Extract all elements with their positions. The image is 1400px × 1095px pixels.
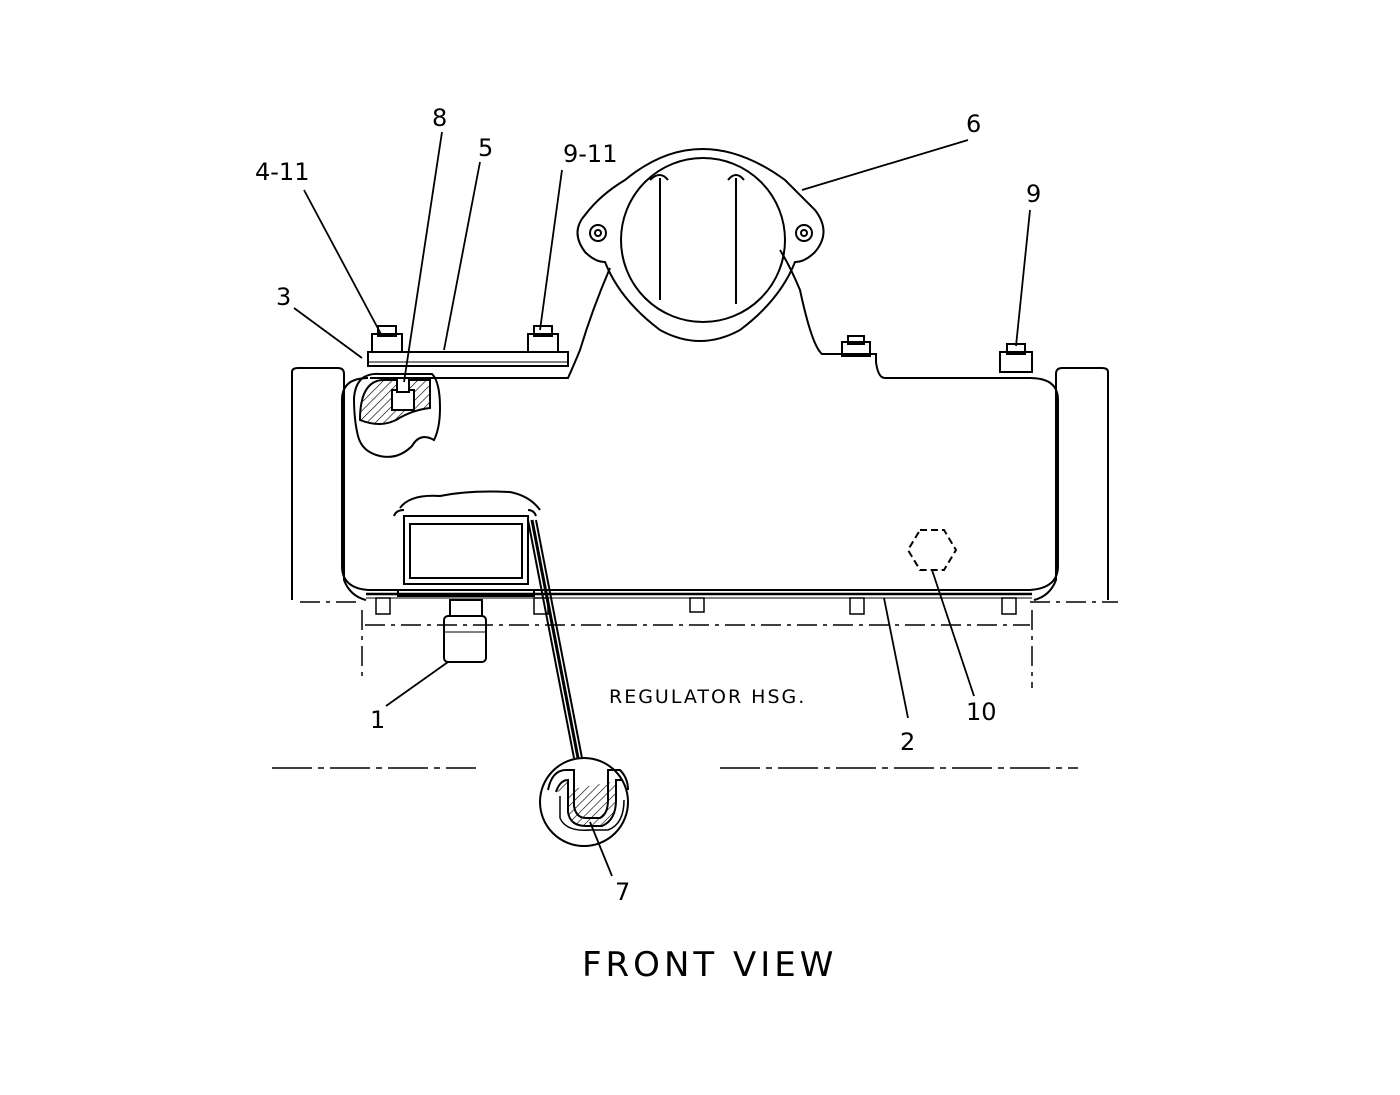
regulator-housing-outline [272, 601, 1118, 769]
outlet-elbow [576, 148, 825, 342]
leader-lines [293, 131, 1031, 877]
callout-6: 6 [966, 110, 981, 138]
bolt-9 [999, 343, 1033, 373]
callout-9: 9 [1026, 180, 1041, 208]
callout-9-11: 9-11 [563, 140, 617, 168]
cover-plate [367, 351, 569, 367]
bolt-center [841, 335, 871, 357]
callout-8: 8 [432, 104, 447, 132]
end-plate-left [291, 367, 367, 601]
callout-4-11: 4-11 [255, 158, 309, 186]
callout-5: 5 [478, 134, 493, 162]
section-cutaway-upper-left [352, 372, 442, 458]
callout-2: 2 [900, 728, 915, 756]
plug-10-hidden [906, 529, 958, 571]
callout-3: 3 [276, 283, 291, 311]
seal-detail [539, 757, 629, 847]
manifold-body [341, 249, 1059, 591]
bolt-4-11 [371, 325, 403, 353]
callout-1: 1 [370, 706, 385, 734]
section-cutaway-lower [393, 490, 541, 597]
regulator-housing-label: REGULATOR HSG. [609, 686, 806, 708]
view-title: FRONT VIEW [582, 945, 837, 985]
callout-7: 7 [615, 878, 630, 906]
seal-detail-leader [527, 519, 583, 759]
end-plate-right [1033, 367, 1109, 601]
callout-10: 10 [966, 698, 997, 726]
bolt-9-11 [527, 325, 559, 353]
fitting-1 [443, 599, 487, 663]
